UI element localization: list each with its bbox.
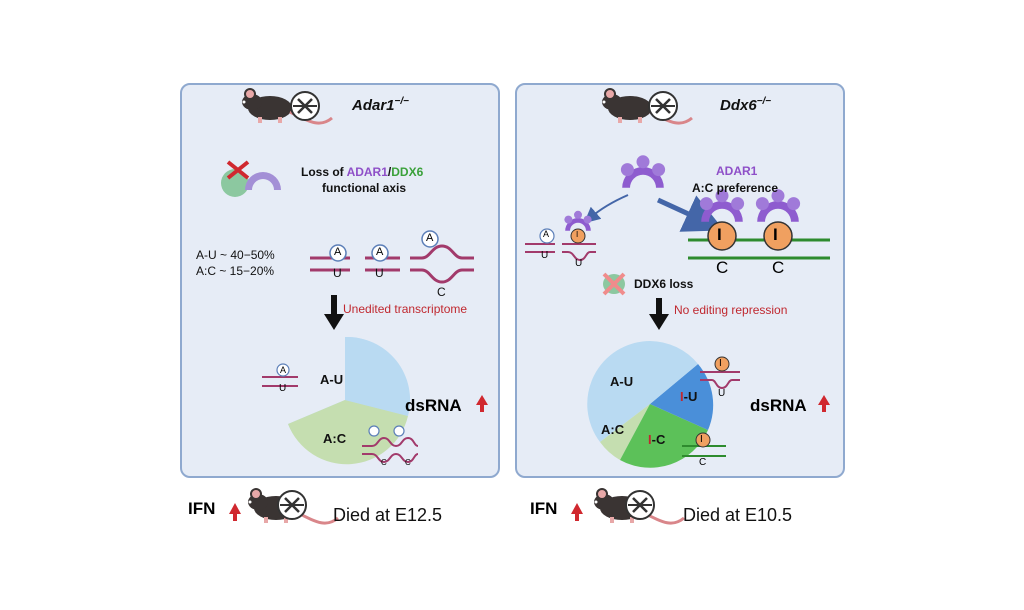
ac-preference-label: A:C preference xyxy=(692,181,779,195)
adenosine-icon xyxy=(371,244,389,262)
mouse-icon xyxy=(600,87,694,125)
up-arrow-icon xyxy=(571,503,583,521)
knockout-icon xyxy=(289,90,321,122)
branch-arrow-right xyxy=(656,195,725,232)
pie-slice-au-upper xyxy=(650,341,698,404)
pie-label-au: A-U xyxy=(320,372,344,387)
ifn-label: IFN xyxy=(188,499,216,518)
ddx6-protein-icon xyxy=(602,272,626,296)
pie-label-ic: I-C xyxy=(648,432,666,447)
base-c-label: C xyxy=(381,458,387,467)
inosine-icon xyxy=(570,228,586,244)
pie-slice-ic xyxy=(620,404,708,468)
adar1-label: ADAR1 xyxy=(716,164,758,178)
down-arrow-icon xyxy=(324,295,344,330)
up-arrow-icon xyxy=(476,395,488,412)
base-c-label: C xyxy=(699,457,707,468)
pie-label-ac: A:C xyxy=(323,431,347,446)
adenosine-icon xyxy=(421,230,439,248)
down-arrow-icon xyxy=(649,298,669,330)
pie-label-au: A-U xyxy=(610,374,634,389)
adenosine-icon xyxy=(329,244,347,262)
adar1-protein-icon xyxy=(564,210,592,231)
base-a-label: A xyxy=(376,246,384,258)
base-u-label: U xyxy=(541,250,549,261)
inosine-icon xyxy=(763,221,793,251)
base-u-label: U xyxy=(718,388,726,399)
functional-axis-label: Loss of ADAR1/DDX6 xyxy=(301,165,424,179)
base-u-label: U xyxy=(333,266,342,280)
death-stage-label: Died at E10.5 xyxy=(683,505,793,525)
death-stage-label: Died at E12.5 xyxy=(333,505,443,525)
base-u-label: U xyxy=(375,266,384,280)
adenosine-icon xyxy=(276,363,290,377)
adenosine-icon xyxy=(393,425,405,437)
pie-label-ac: A:C xyxy=(601,422,625,437)
ddx6-loss-label: DDX6 loss xyxy=(634,277,694,291)
up-arrow-icon xyxy=(818,395,830,412)
protein-complex-icon xyxy=(221,160,281,197)
knockout-icon xyxy=(276,489,308,521)
base-c-label: C xyxy=(716,258,729,277)
knockout-icon xyxy=(624,489,656,521)
adenosine-icon xyxy=(368,425,380,437)
rna-duplex-icon xyxy=(525,243,596,262)
base-u-label: U xyxy=(279,383,287,394)
rna-duplex-icon xyxy=(700,371,740,390)
inosine-icon xyxy=(695,432,711,448)
adenosine-icon xyxy=(539,228,555,244)
adar1-protein-icon xyxy=(620,155,666,188)
base-a-label: A xyxy=(426,232,434,244)
base-a-label: A xyxy=(280,365,287,375)
dsrna-label: dsRNA xyxy=(750,396,807,415)
adar1-genotype: Adar1−/− xyxy=(352,96,409,114)
inosine-icon xyxy=(707,221,737,251)
ac-ratio-label: A:C ~ 15−20% xyxy=(196,264,275,278)
pie-slice-au-top xyxy=(345,336,411,416)
pie-slice-ac xyxy=(288,400,408,465)
base-c-label: C xyxy=(437,285,446,299)
functional-axis-label-line2: functional axis xyxy=(322,181,407,195)
up-arrow-icon xyxy=(229,503,241,521)
ddx6-genotype: Ddx6−/− xyxy=(720,96,772,114)
base-i-label: I xyxy=(700,434,703,445)
base-i-label: I xyxy=(773,225,778,244)
base-i-label: I xyxy=(576,230,579,239)
ifn-label: IFN xyxy=(530,499,558,518)
base-i-label: I xyxy=(717,225,722,244)
base-u-label: U xyxy=(575,258,583,269)
base-a-label: A xyxy=(543,229,550,239)
inosine-icon xyxy=(714,356,730,372)
branch-arrow-left xyxy=(583,194,629,224)
no-editing-repression-label: No editing repression xyxy=(674,303,788,317)
au-ratio-label: A-U ~ 40−50% xyxy=(196,248,275,262)
base-c-label: C xyxy=(772,258,785,277)
base-a-label: A xyxy=(334,246,342,258)
dsrna-label: dsRNA xyxy=(405,396,462,415)
knockout-icon xyxy=(647,90,679,122)
rna-duplex-icon xyxy=(262,376,419,464)
pie-slice-au xyxy=(587,341,650,442)
pie-label-iu: I-U xyxy=(680,389,698,404)
unedited-transcriptome-label: Unedited transcriptome xyxy=(343,302,468,316)
pie-slice-iu xyxy=(650,364,714,430)
pie-slice-ac xyxy=(600,404,650,460)
base-i-label: I xyxy=(719,358,722,369)
base-c-label: C xyxy=(405,458,411,467)
